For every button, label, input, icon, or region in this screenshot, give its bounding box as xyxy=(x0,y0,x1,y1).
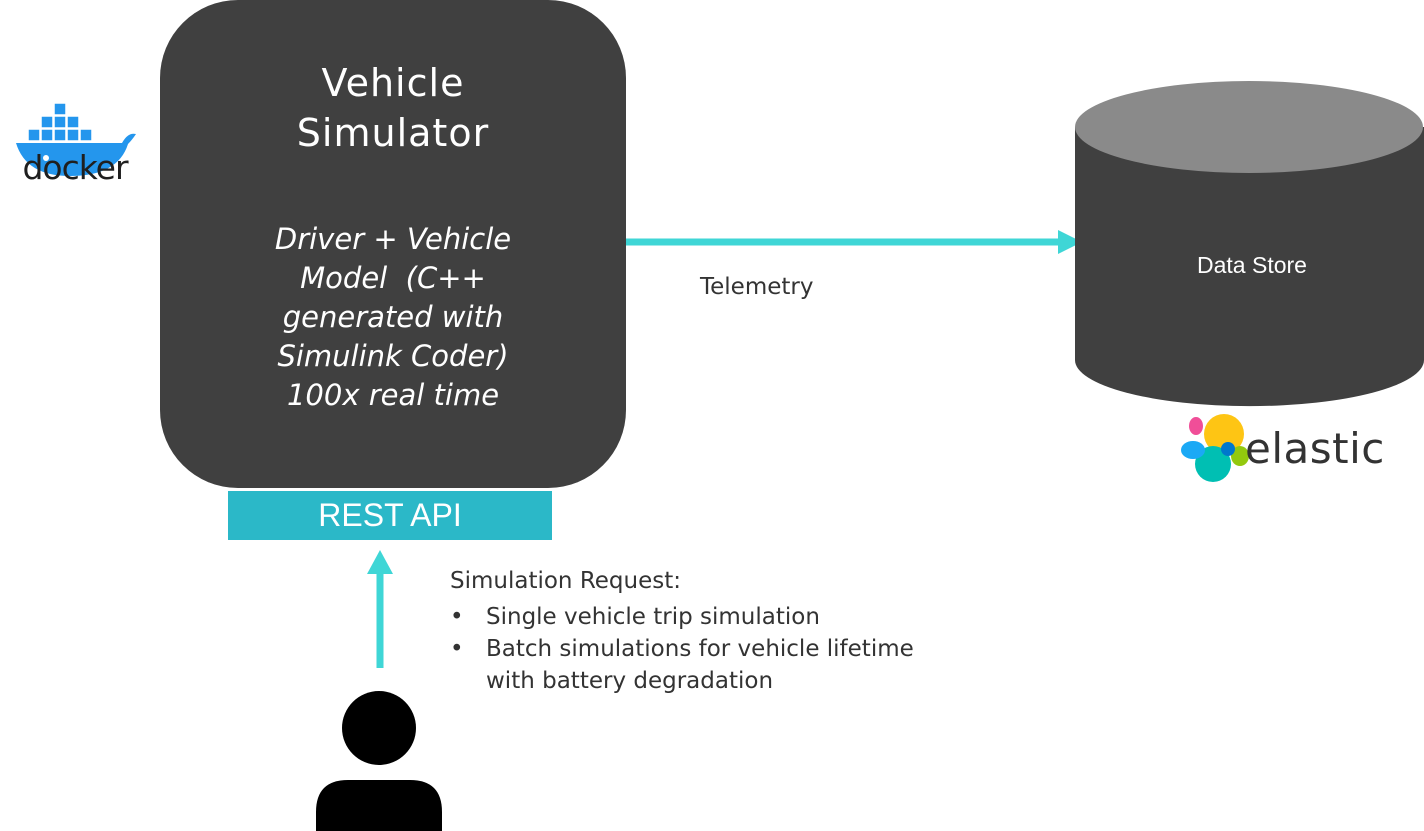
docker-logo-text: docker xyxy=(22,148,128,187)
telemetry-arrow xyxy=(626,230,1082,254)
elastic-logo-icon xyxy=(1181,414,1249,482)
bullet: • xyxy=(450,604,464,630)
list-item: • Batch simulations for vehicle lifetime… xyxy=(450,633,948,697)
data-store-cylinder xyxy=(1075,81,1424,407)
simulator-description: Driver + Vehicle Model (C++ generated wi… xyxy=(160,220,626,415)
rest-api-bar: REST API xyxy=(228,491,552,540)
simulator-title-line: Vehicle xyxy=(321,61,465,105)
simulator-title-line: Simulator xyxy=(296,111,490,155)
list-item-text: Batch simulations for vehicle lifetime w… xyxy=(486,636,914,694)
vehicle-simulator-box: Vehicle Simulator Driver + Vehicle Model… xyxy=(160,0,626,488)
request-arrow xyxy=(367,550,393,668)
simulator-title: Vehicle Simulator xyxy=(160,58,626,158)
list-item-text: Single vehicle trip simulation xyxy=(486,604,820,630)
simulator-desc-line: 100x real time xyxy=(286,378,500,412)
simulator-desc-line: Simulink Coder) xyxy=(277,339,509,373)
bullet: • xyxy=(450,636,464,662)
data-store-label: Data Store xyxy=(1197,252,1307,278)
simulator-desc-line: Driver + Vehicle xyxy=(274,222,512,256)
docker-whale-icon xyxy=(16,102,136,176)
simulation-request-list: • Single vehicle trip simulation • Batch… xyxy=(450,601,956,697)
simulation-request-block: Simulation Request: • Single vehicle tri… xyxy=(450,565,956,697)
person-icon xyxy=(316,691,442,831)
simulator-desc-line: generated with xyxy=(282,300,504,334)
simulator-desc-line: Model (C++ xyxy=(300,261,486,295)
simulation-request-heading: Simulation Request: xyxy=(450,568,681,594)
elastic-logo-text: elastic xyxy=(1245,424,1385,473)
list-item: • Single vehicle trip simulation xyxy=(450,601,956,633)
telemetry-label: Telemetry xyxy=(700,274,814,300)
